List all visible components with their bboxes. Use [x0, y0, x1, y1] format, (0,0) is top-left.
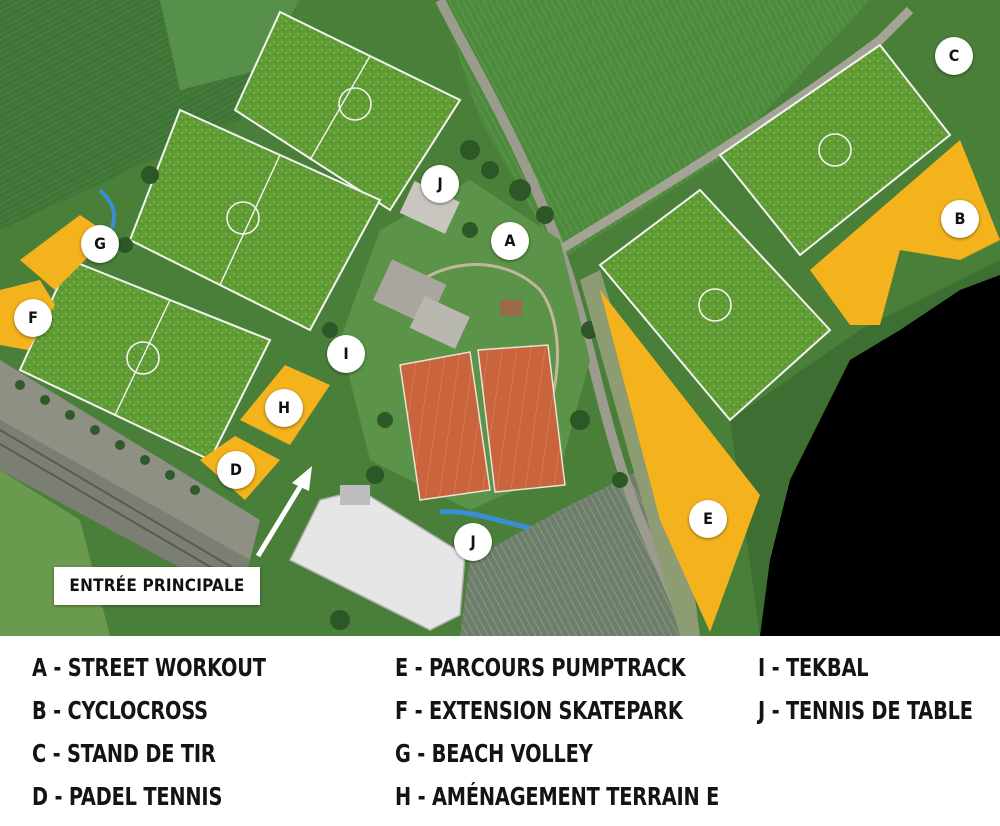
legend-item-b: B - CYCLOCROSS [32, 696, 208, 725]
legend-column-2: E - PARCOURS PUMPTRACK F - EXTENSION SKA… [395, 652, 772, 824]
legend-item-f: F - EXTENSION SKATEPARK [395, 696, 683, 725]
legend-item-j: J - TENNIS DE TABLE [758, 696, 973, 725]
legend-item-e: E - PARCOURS PUMPTRACK [395, 653, 686, 682]
legend-item-c: C - STAND DE TIR [32, 739, 216, 768]
legend-item-h: H - AMÉNAGEMENT TERRAIN E [395, 782, 720, 811]
marker-j-north[interactable]: J [421, 165, 459, 203]
marker-b[interactable]: B [941, 200, 979, 238]
aerial-map-image [0, 0, 1000, 636]
legend-item-g: G - BEACH VOLLEY [395, 739, 593, 768]
marker-c[interactable]: C [935, 37, 973, 75]
marker-g[interactable]: G [81, 225, 119, 263]
marker-f[interactable]: F [14, 299, 52, 337]
map-legend: A - STREET WORKOUT B - CYCLOCROSS C - ST… [0, 636, 1000, 826]
legend-item-i: I - TEKBAL [758, 653, 869, 682]
marker-h[interactable]: H [265, 389, 303, 427]
legend-item-a: A - STREET WORKOUT [32, 653, 266, 682]
main-entrance-label: ENTRÉE PRINCIPALE [54, 567, 260, 605]
marker-i[interactable]: I [327, 335, 365, 373]
legend-column-1: A - STREET WORKOUT B - CYCLOCROSS C - ST… [32, 652, 304, 824]
marker-d[interactable]: D [217, 451, 255, 489]
site-map: A B C D E F G H I J J ENTRÉE PRINCIPALE [0, 0, 1000, 636]
marker-a[interactable]: A [491, 222, 529, 260]
legend-column-3: I - TEKBAL J - TENNIS DE TABLE [758, 652, 1000, 738]
legend-item-d: D - PADEL TENNIS [32, 782, 223, 811]
marker-e[interactable]: E [689, 500, 727, 538]
marker-j-south[interactable]: J [454, 523, 492, 561]
